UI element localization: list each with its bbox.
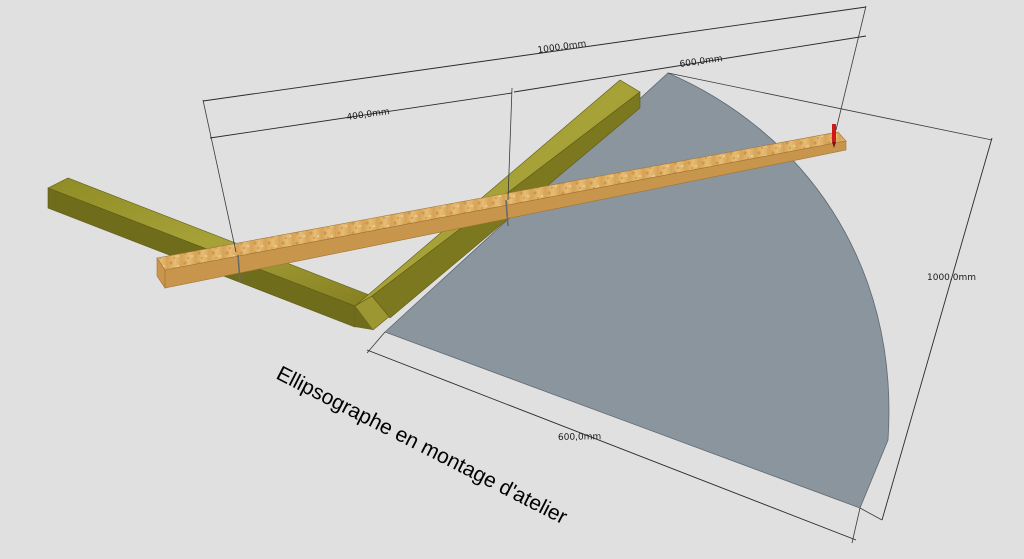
caption-title: Ellipsographe en montage d'atelier <box>273 362 571 529</box>
dim-overall-text: 1000,0mm <box>537 39 587 56</box>
dim-bottom-text: 600,0mm <box>558 432 601 443</box>
dim-right-text: 600,0mm <box>679 54 723 70</box>
pin-right <box>505 199 509 227</box>
dimension-left-segment: 400,0mm <box>209 87 513 201</box>
dim-left-text: 400,0mm <box>346 107 390 123</box>
trammel-bar <box>156 131 847 289</box>
pencil-icon <box>832 124 836 148</box>
dimension-bottom-side: 600,0mm <box>366 331 861 544</box>
dim-vertical-text: 1000,0mm <box>927 273 976 283</box>
pin-left <box>237 254 241 283</box>
dimension-vertical-side: 1000,0mm <box>667 72 993 521</box>
quarter-plate <box>384 72 890 509</box>
